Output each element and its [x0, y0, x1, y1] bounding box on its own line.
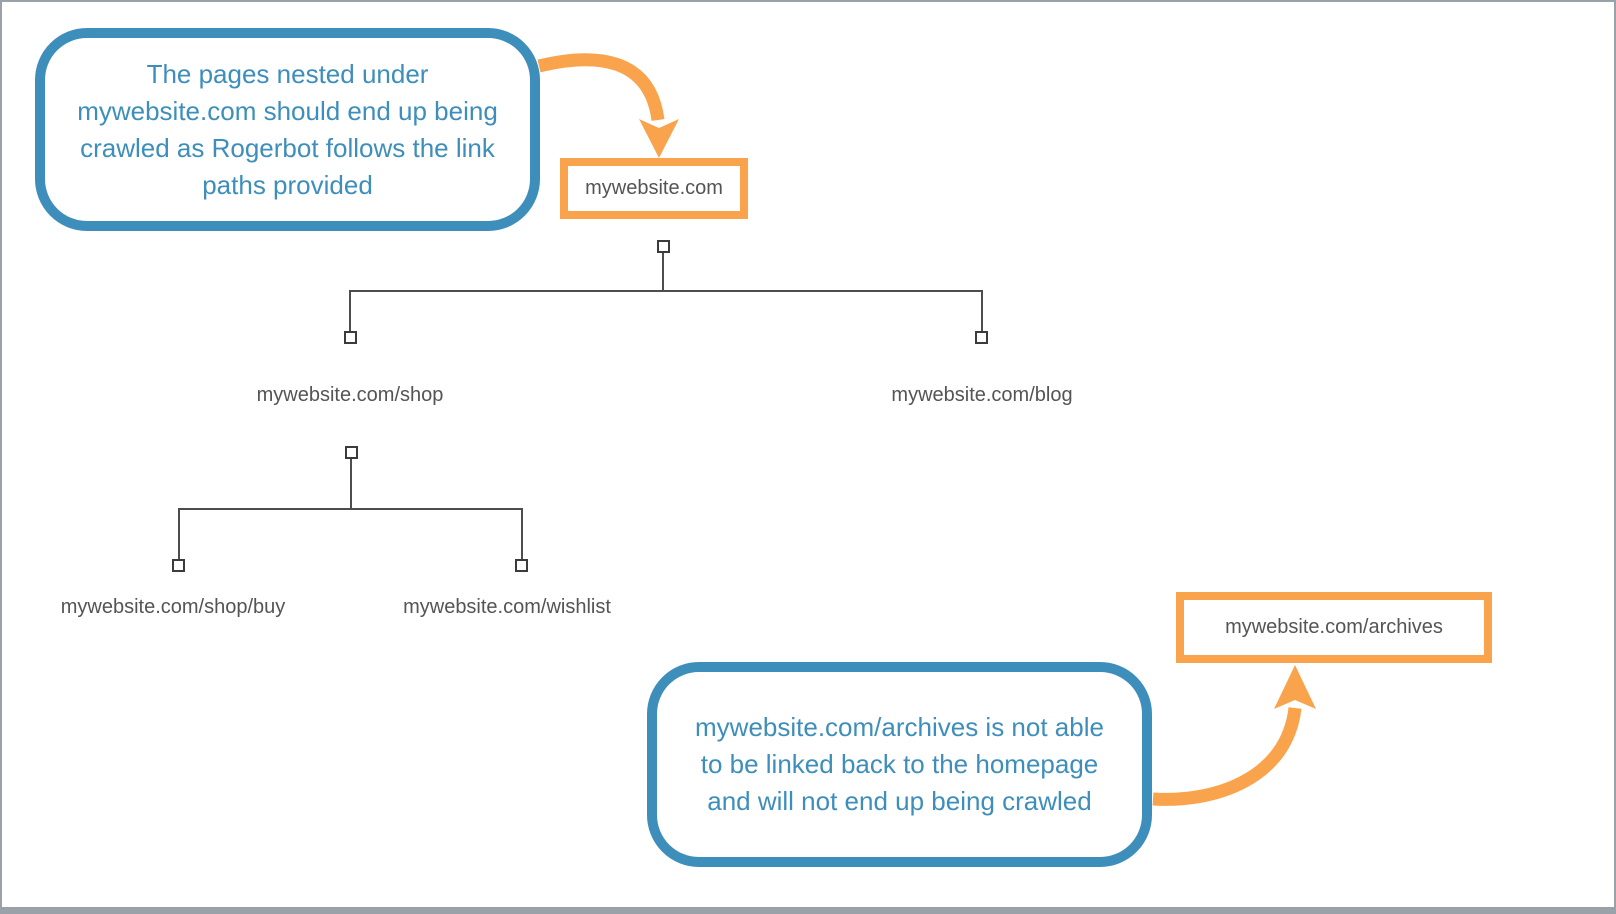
- node-blog-label: mywebsite.com/blog: [891, 384, 1073, 406]
- tree-line-shop-parent-drop: [350, 459, 352, 509]
- connector-square-shop: [344, 331, 357, 344]
- tree-line-level1-span: [350, 290, 982, 292]
- curved-arrow-to-root-icon: [537, 53, 679, 158]
- connector-square-shop-parent: [345, 446, 358, 459]
- tree-line-buy-drop: [178, 508, 180, 560]
- callout-no-crawl-note-text: mywebsite.com/archives is not able to be…: [695, 712, 1104, 816]
- node-shop-label: mywebsite.com/shop: [256, 384, 444, 406]
- tree-line-root-drop: [662, 253, 664, 291]
- node-wishlist-label: mywebsite.com/wishlist: [403, 596, 611, 618]
- curved-arrow-to-archives-icon: [1152, 665, 1316, 806]
- node-archives-label: mywebsite.com/archives: [1225, 616, 1443, 638]
- connector-square-wishlist: [515, 559, 528, 572]
- node-root: mywebsite.com: [560, 158, 748, 219]
- node-archives: mywebsite.com/archives: [1176, 592, 1492, 663]
- node-root-label: mywebsite.com: [585, 177, 723, 199]
- tree-line-level2-span: [179, 508, 522, 510]
- callout-no-crawl-note: mywebsite.com/archives is not able to be…: [647, 662, 1152, 867]
- node-shop-buy-label: mywebsite.com/shop/buy: [60, 596, 286, 618]
- connector-square-root: [657, 240, 670, 253]
- tree-line-wishlist-drop: [521, 508, 523, 560]
- tree-line-blog-drop: [981, 290, 983, 332]
- tree-line-shop-drop: [349, 290, 351, 332]
- connector-square-blog: [975, 331, 988, 344]
- callout-crawl-note-text: The pages nested under mywebsite.com sho…: [77, 58, 498, 200]
- connector-square-buy: [172, 559, 185, 572]
- callout-crawl-note: The pages nested under mywebsite.com sho…: [35, 28, 540, 231]
